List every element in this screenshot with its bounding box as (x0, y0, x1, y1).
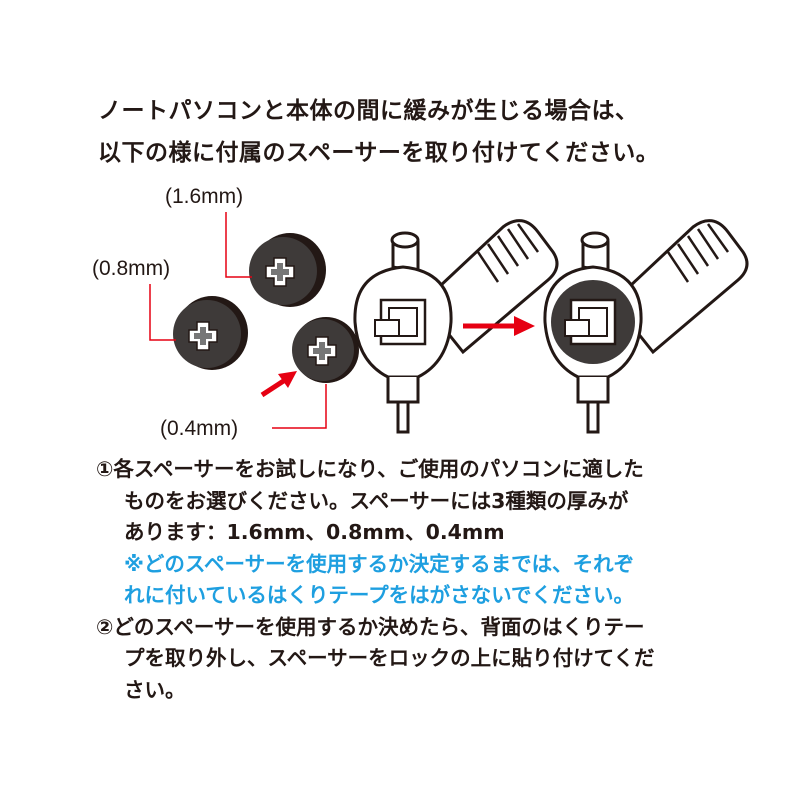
heading-line-1: ノートパソコンと本体の間に緩みが生じる場合は、 (98, 98, 639, 124)
note-line-2: れに付いているはくりテープをはがさないでください。 (124, 583, 635, 607)
heading: ノートパソコンと本体の間に緩みが生じる場合は、 以下の様に付属のスペーサーを取り… (98, 90, 659, 174)
label-0-4mm: (0.4mm) (160, 417, 238, 440)
step2-line-1: ②どのスペーサーを使用するか決めたら、背面のはくりテー (96, 614, 645, 639)
insert-arrow-icon (260, 371, 297, 398)
step2-line-2: プを取り外し、スペーサーをロックの上に貼り付けてくだ (124, 646, 655, 670)
note-line-1: ※どのスペーサーを使用するか決定するまでは、それぞ (124, 551, 635, 576)
label-0-8mm: (0.8mm) (92, 257, 170, 280)
spacer-0-8mm (173, 296, 248, 370)
result-arrow-icon (463, 316, 535, 336)
spacer-1-6mm (249, 233, 326, 307)
step2-line-3: さい。 (124, 677, 186, 702)
step1-line-1: ①各スペーサーをお試しになり、ご使用のパソコンに適した (96, 457, 644, 481)
step1-line-2: ものをお選びください。スペーサーには3種類の厚みが (124, 488, 629, 513)
lock-after (543, 219, 749, 434)
spacer-0-4mm (292, 317, 359, 383)
label-1-6mm: (1.6mm) (165, 185, 243, 208)
leader-lines (149, 212, 327, 429)
instructions: ①各スペーサーをお試しになり、ご使用のパソコンに適した ものをお選びください。ス… (96, 454, 655, 706)
step1-line-3: あります：1.6mm、0.8mm、0.4mm (124, 520, 505, 544)
heading-line-2: 以下の様に付属のスペーサーを取り付けてください。 (98, 140, 660, 166)
